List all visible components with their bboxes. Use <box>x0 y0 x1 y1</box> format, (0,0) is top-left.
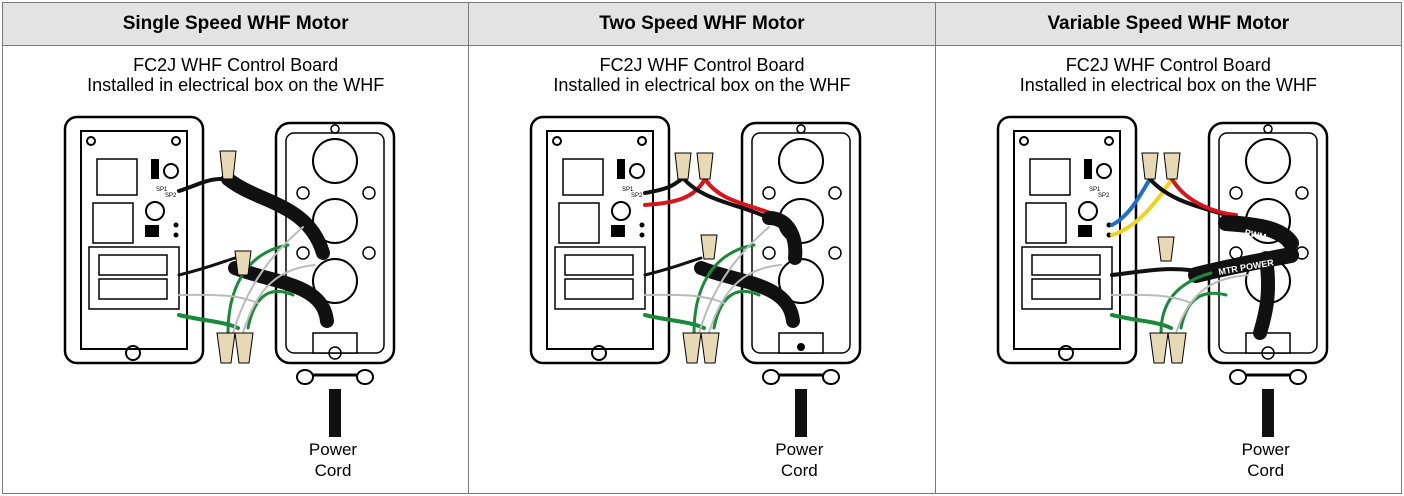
speed-label-sp2: SP2 <box>165 193 177 199</box>
subtitle-line1: FC2J WHF Control Board <box>133 55 339 75</box>
speed-label-sp1: SP1 <box>622 187 634 193</box>
panel-title: Single Speed WHF Motor <box>3 3 469 46</box>
control-board: SP1 SP2 <box>63 115 205 365</box>
power-cord-label: Power Cord <box>775 440 824 480</box>
power-cord <box>1261 389 1274 437</box>
wiring-diagram-single-speed: SP1 SP2 <box>63 115 396 437</box>
speed-label-sp1: SP1 <box>156 187 168 193</box>
panel-subtitle: FC2J WHF Control Board Installed in elec… <box>936 55 1401 95</box>
power-cord <box>795 389 808 437</box>
wiring-diagram-variable-speed: SP1 SP2 <box>996 115 1328 437</box>
panel-title: Two Speed WHF Motor <box>469 3 935 46</box>
power-cord-label: Power Cord <box>1241 440 1290 480</box>
wire-nuts <box>1141 152 1187 364</box>
power-cord-label: Power Cord <box>308 440 358 480</box>
wire-nuts <box>674 152 720 364</box>
speed-label-sp1: SP1 <box>1089 187 1101 193</box>
panel-two-speed: Two Speed WHF Motor FC2J WHF Control Boa… <box>469 3 936 493</box>
wires <box>1109 177 1299 340</box>
subtitle-line2: Installed in electrical box on the WHF <box>87 75 385 95</box>
wiring-diagram-two-speed: SP1 SP2 <box>530 115 862 437</box>
panel-subtitle: FC2J WHF Control Board Installed in elec… <box>3 55 468 95</box>
control-board: SP1 SP2 <box>530 115 671 365</box>
subtitle-line2: Installed in electrical box on the WHF <box>553 75 851 95</box>
wires <box>643 176 803 335</box>
subtitle-line1: FC2J WHF Control Board <box>1065 55 1271 75</box>
control-board: SP1 SP2 <box>996 115 1137 365</box>
electrical-box <box>1207 121 1328 385</box>
power-cord <box>329 389 341 437</box>
speed-label-sp2: SP2 <box>1098 193 1110 199</box>
subtitle-line1: FC2J WHF Control Board <box>599 55 805 75</box>
panel-single-speed: Single Speed WHF Motor FC2J WHF Control … <box>3 3 470 493</box>
subtitle-line2: Installed in electrical box on the WHF <box>1019 75 1317 95</box>
panel-title: Variable Speed WHF Motor <box>935 3 1401 46</box>
speed-label-sp2: SP2 <box>631 193 643 199</box>
panel-variable-speed: Variable Speed WHF Motor FC2J WHF Contro… <box>935 3 1401 493</box>
panel-subtitle: FC2J WHF Control Board Installed in elec… <box>469 55 934 95</box>
electrical-box <box>274 121 396 385</box>
wire-nuts <box>216 150 254 364</box>
